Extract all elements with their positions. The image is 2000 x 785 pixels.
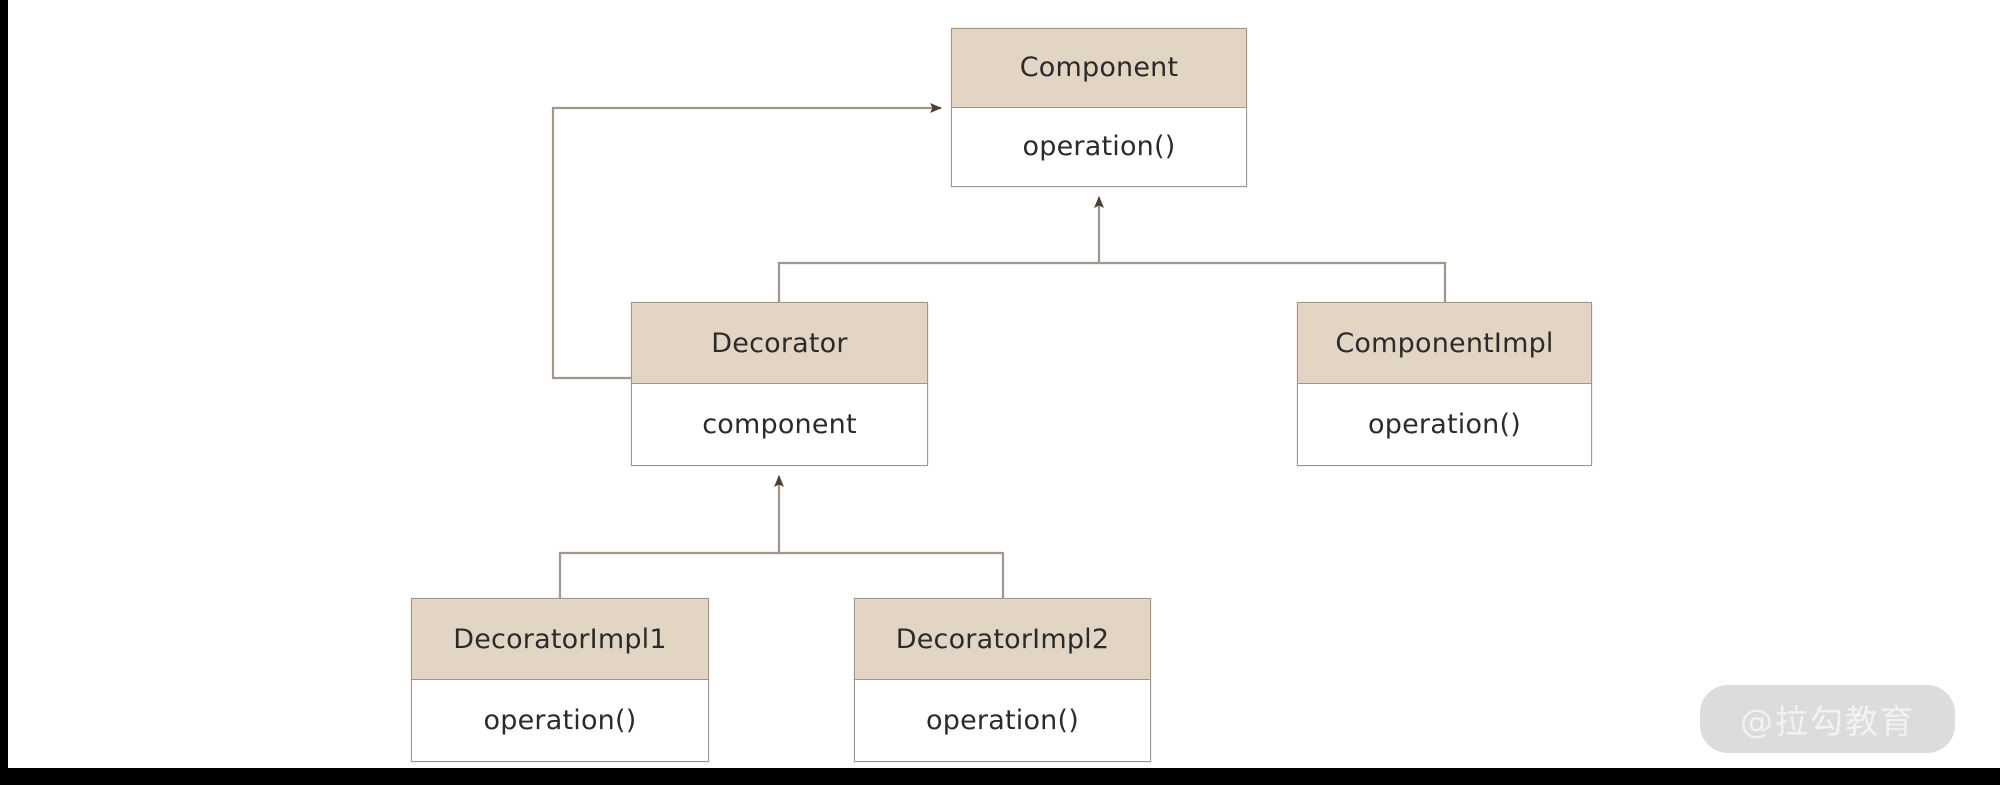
letterbox-bottom-bar <box>0 768 2000 785</box>
relation-gen-decoratorimpl2-decorator <box>779 551 1005 598</box>
class-box-component[interactable]: Component operation() <box>951 28 1247 187</box>
class-member-component: operation() <box>952 107 1246 186</box>
relation-gen-decoratorimpl1-decorator <box>558 475 784 598</box>
class-box-decorator-impl-1[interactable]: DecoratorImpl1 operation() <box>411 598 709 762</box>
class-member-decorator: component <box>632 384 927 465</box>
class-name-component: Component <box>952 29 1246 108</box>
class-box-component-impl[interactable]: ComponentImpl operation() <box>1297 302 1592 466</box>
class-box-decorator-impl-2[interactable]: DecoratorImpl2 operation() <box>854 598 1151 762</box>
relation-gen-decorator-component <box>777 196 1104 302</box>
letterbox-left-bar <box>0 0 8 785</box>
watermark-badge: @拉勾教育 <box>1700 685 1955 753</box>
class-box-decorator[interactable]: Decorator component <box>631 302 928 466</box>
class-name-decorator-impl-1: DecoratorImpl1 <box>412 599 708 680</box>
class-name-decorator-impl-2: DecoratorImpl2 <box>855 599 1150 680</box>
class-member-decorator-impl-2: operation() <box>855 680 1150 761</box>
relation-assoc-decorator-component <box>551 103 942 380</box>
class-name-decorator: Decorator <box>632 303 927 384</box>
relation-gen-componentimpl-component <box>1099 261 1447 302</box>
class-member-component-impl: operation() <box>1298 384 1591 465</box>
watermark-text: @拉勾教育 <box>1740 702 1915 741</box>
class-member-decorator-impl-1: operation() <box>412 680 708 761</box>
class-name-component-impl: ComponentImpl <box>1298 303 1591 384</box>
